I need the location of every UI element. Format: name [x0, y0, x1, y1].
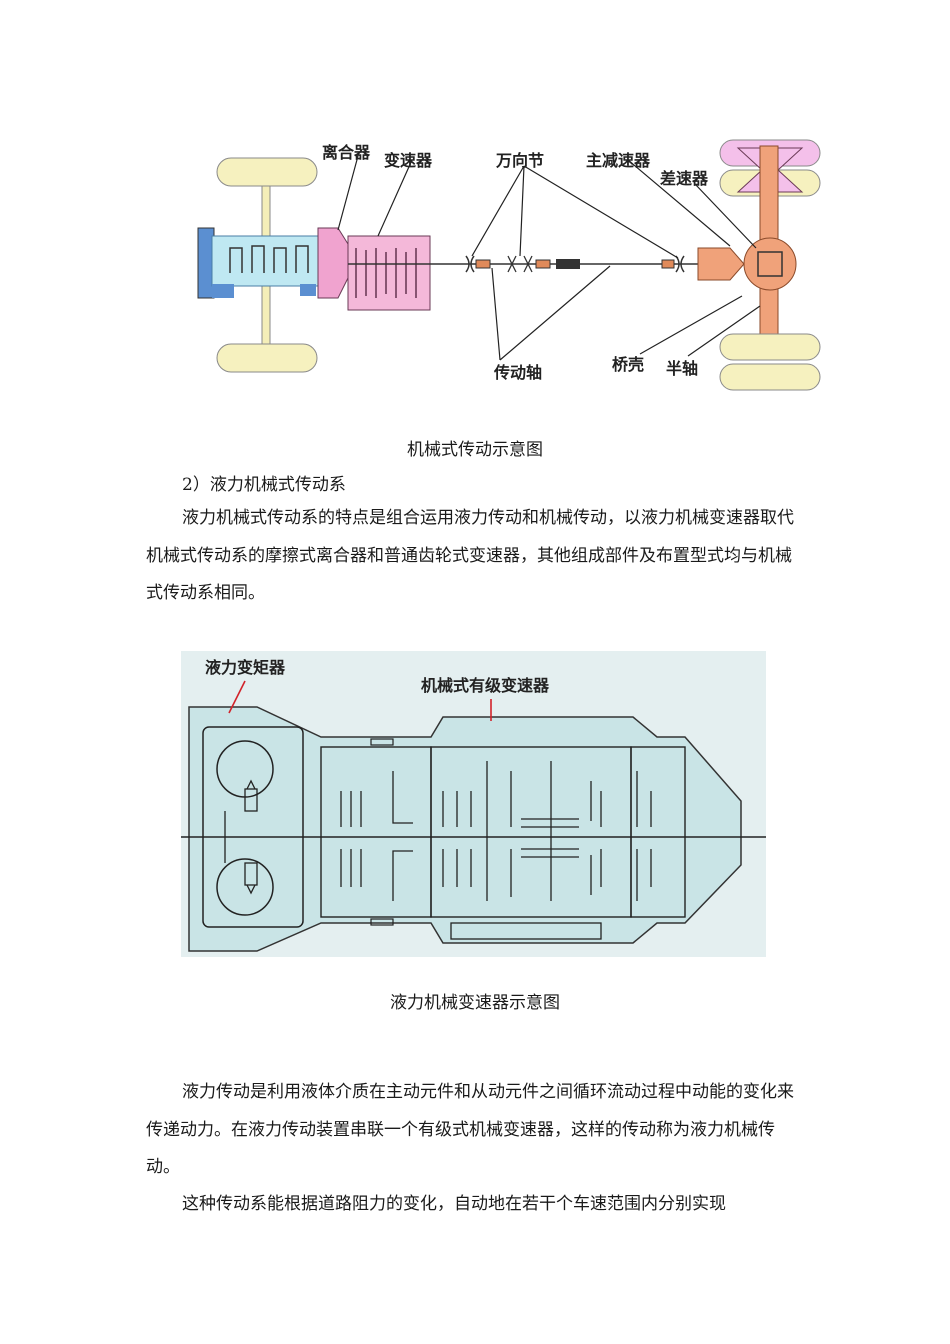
paragraph-1: 液力机械式传动系的特点是组合运用液力传动和机械传动，以液力机械变速器取代机械式传…: [146, 508, 794, 603]
leader-lines: [337, 155, 761, 361]
stator-arrows: [246, 779, 256, 895]
rear-wheel-bottom-2: [719, 363, 821, 391]
paragraph-2: 液力传动是利用液体介质在主动元件和从动元件之间循环流动过程中动能的变化来传递动力…: [146, 1082, 794, 1177]
brake-band-bottom: [370, 918, 394, 926]
differential-gears: [757, 251, 783, 277]
label-gearbox: 变速器: [384, 151, 433, 170]
transmission-housing: [188, 706, 742, 952]
figure2-caption: 液力机械变速器示意图: [390, 993, 560, 1013]
engine-block: [211, 235, 321, 287]
universal-joint-2: [507, 255, 533, 273]
shaft-spline: [556, 259, 580, 269]
rear-wheel-bottom-1: [719, 333, 821, 361]
front-wheel-top: [216, 157, 318, 187]
shaft-sleeve-2: [535, 259, 551, 269]
torque-converter-shell: [202, 726, 304, 928]
front-wheel-bottom: [216, 343, 318, 373]
label-torque-converter: 液力变矩器: [205, 658, 286, 677]
universal-joint-1: [465, 255, 475, 273]
differential-housing: [743, 237, 797, 291]
turbine-lower: [216, 858, 274, 916]
mechanical-drivetrain-diagram: 离合器 变速器 万向节 主减速器 差速器 传动轴 桥壳 半轴: [197, 139, 821, 391]
label-final-drive: 主减速器: [586, 151, 651, 170]
section-heading: 2）液力机械式传动系: [182, 475, 346, 495]
oil-pan: [450, 922, 602, 940]
engine-sump-right: [300, 284, 316, 296]
label-drive-shaft: 传动轴: [493, 363, 542, 382]
clutch-packs: [340, 761, 652, 901]
gearbox-gears: [355, 248, 417, 298]
label-mech-gearbox: 机械式有级变速器: [421, 676, 550, 695]
shaft-sleeve-3: [661, 259, 675, 269]
gearbox-section-3: [630, 746, 686, 918]
label-universal-joint: 万向节: [495, 151, 544, 170]
label-half-shaft: 半轴: [666, 359, 698, 378]
leader-torque-converter: [228, 680, 246, 714]
paragraph-3: 这种传动系能根据道路阻力的变化，自动地在若干个车速范围内分别实现: [182, 1194, 726, 1214]
label-differential: 差速器: [660, 169, 709, 188]
stator-upper: [244, 788, 258, 812]
shaft-sleeve-1: [475, 259, 491, 269]
figure1-caption: 机械式传动示意图: [407, 440, 543, 460]
label-axle-housing: 桥壳: [612, 355, 644, 374]
stator-lower: [244, 862, 258, 886]
hydromechanical-transmission-diagram: 液力变矩器 机械式有级变速器: [181, 651, 766, 957]
final-drive-pinion: [697, 247, 745, 281]
engine-sump-left: [212, 284, 234, 298]
gearbox-body: [347, 235, 431, 311]
label-clutch: 离合器: [322, 143, 371, 162]
brake-band-top: [370, 738, 394, 746]
engine-pistons: [229, 245, 309, 273]
clutch-housing: [317, 227, 349, 299]
